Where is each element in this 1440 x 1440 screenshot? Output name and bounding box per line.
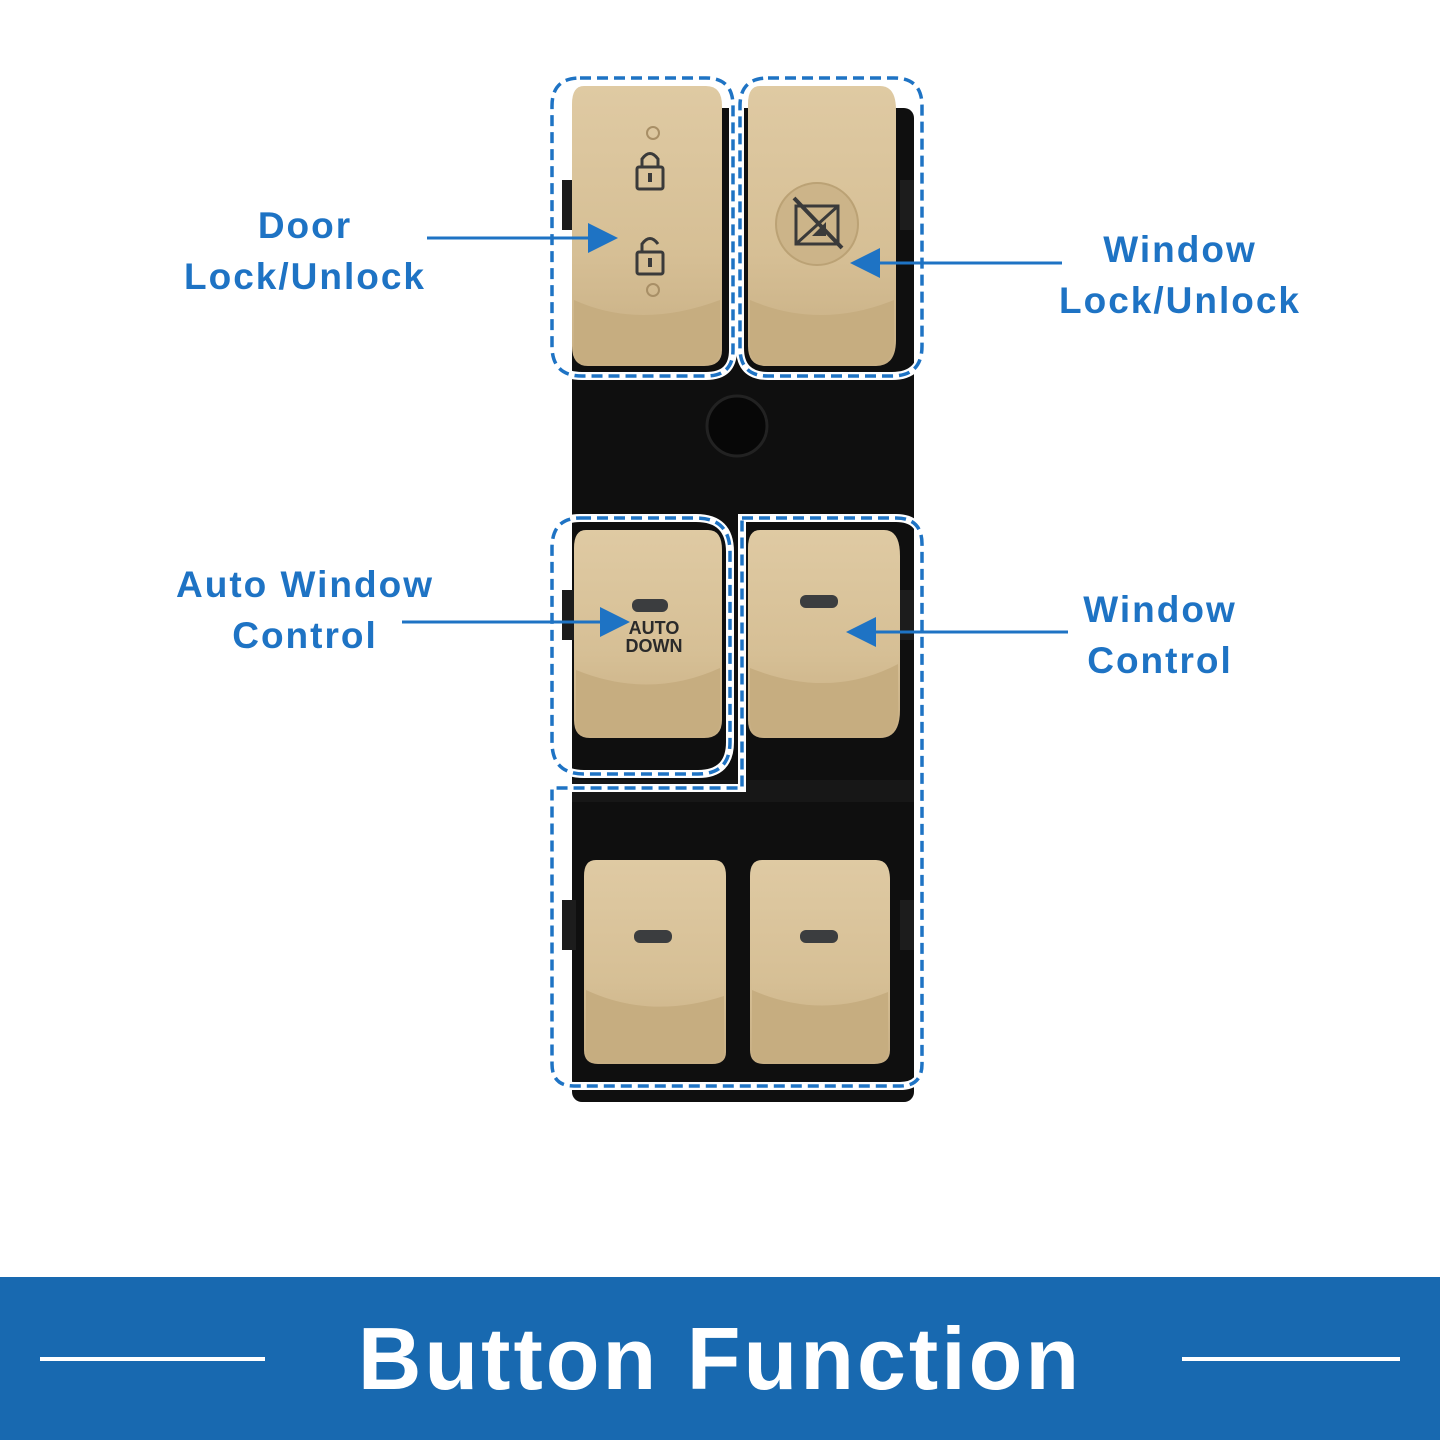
callout-arrows [402,223,1068,647]
lock-open-icon [635,237,665,276]
banner-title: Button Function [357,1309,1083,1408]
window-lock-callout-line1: Window [1103,229,1257,270]
window-control-callout: Window Control [1030,584,1290,686]
banner-divider-left [40,1357,265,1361]
auto-window-callout-line2: Control [232,615,378,656]
banner-divider-right [1182,1357,1400,1361]
window-lock-button[interactable] [748,86,896,366]
window-switch-illustration: AUTO DOWN [402,74,1068,1102]
screw-hole [705,394,769,458]
door-lock-callout: Door Lock/Unlock [150,200,460,302]
window-lock-callout: Window Lock/Unlock [1030,224,1330,326]
auto-window-callout-line1: Auto Window [176,564,434,605]
indicator-slot-icon [800,595,838,608]
window-lock-callout-line2: Lock/Unlock [1059,280,1301,321]
window-lock-icon [792,196,844,250]
lock-closed-icon [635,152,665,191]
door-lock-callout-line1: Door [257,205,353,246]
title-banner: Button Function [0,1277,1440,1440]
auto-window-callout: Auto Window Control [150,559,460,661]
auto-window-button[interactable]: AUTO DOWN [574,530,722,738]
window-control-callout-line2: Control [1087,640,1233,681]
door-lock-callout-line2: Lock/Unlock [184,256,426,297]
rear-right-window-button[interactable] [750,860,890,1064]
rear-left-window-button[interactable] [584,860,726,1064]
door-lock-button[interactable] [572,86,722,366]
auto-down-text-line1: AUTO [629,618,680,638]
window-control-button[interactable] [748,530,900,738]
indicator-slot-icon [634,930,672,943]
indicator-slot-icon [800,930,838,943]
highlight-outlines [548,74,926,1090]
window-control-callout-line1: Window [1083,589,1237,630]
auto-down-text-line2: DOWN [626,636,683,656]
indicator-slot-icon [632,599,668,612]
